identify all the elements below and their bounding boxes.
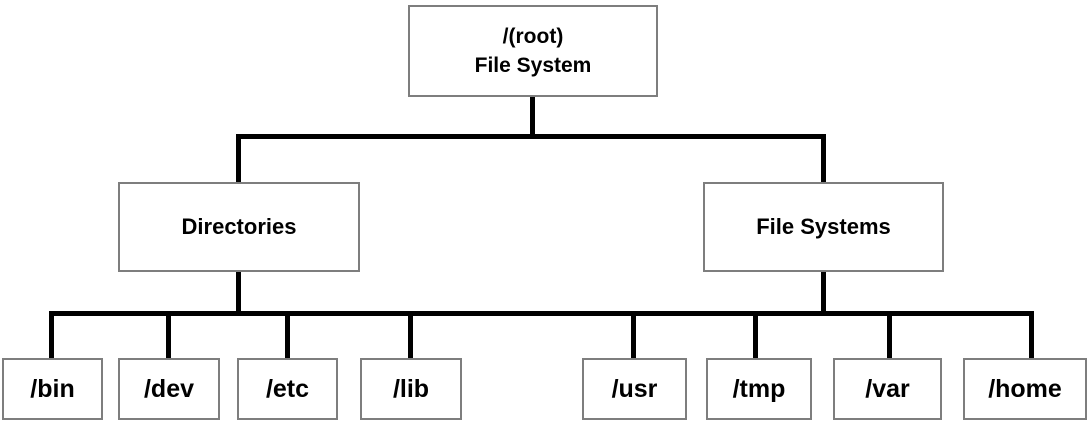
connector-root-down [530, 96, 535, 139]
connector-drop-var [887, 311, 892, 360]
connector-drop-home [1029, 311, 1034, 360]
node-directories: Directories [118, 182, 360, 272]
node-lib-label: /lib [392, 374, 430, 403]
node-etc: /etc [237, 358, 338, 420]
node-usr: /usr [582, 358, 687, 420]
node-bin: /bin [2, 358, 103, 420]
connector-drop-lib [408, 311, 413, 360]
node-lib: /lib [360, 358, 462, 420]
connector-drop-usr [631, 311, 636, 360]
node-etc-label: /etc [265, 374, 310, 403]
node-file-systems: File Systems [703, 182, 944, 272]
node-var-label: /var [865, 374, 910, 403]
connector-drop-bin [49, 311, 54, 360]
connector-drop-etc [285, 311, 290, 360]
node-directories-label: Directories [181, 214, 297, 239]
node-root-label-line2: File System [474, 54, 592, 77]
node-dev: /dev [118, 358, 220, 420]
node-home: /home [963, 358, 1087, 420]
node-dev-label: /dev [143, 374, 195, 403]
node-home-label: /home [988, 374, 1062, 403]
node-file-systems-label: File Systems [756, 214, 891, 239]
connector-drop-tmp [753, 311, 758, 360]
connector-directories-up [236, 134, 241, 184]
connector-level2-bus [49, 311, 1034, 316]
connector-filesystems-down [821, 270, 826, 316]
connector-level1-rail [236, 134, 826, 139]
node-root-label-line1: /(root) [502, 25, 564, 48]
connector-drop-dev [166, 311, 171, 360]
connector-filesystems-up [821, 134, 826, 184]
node-usr-label: /usr [611, 374, 658, 403]
node-bin-label: /bin [30, 374, 75, 403]
node-tmp: /tmp [706, 358, 812, 420]
node-root: /(root) File System [408, 5, 658, 97]
node-tmp-label: /tmp [732, 374, 786, 403]
connector-directories-down [236, 270, 241, 316]
node-var: /var [833, 358, 942, 420]
